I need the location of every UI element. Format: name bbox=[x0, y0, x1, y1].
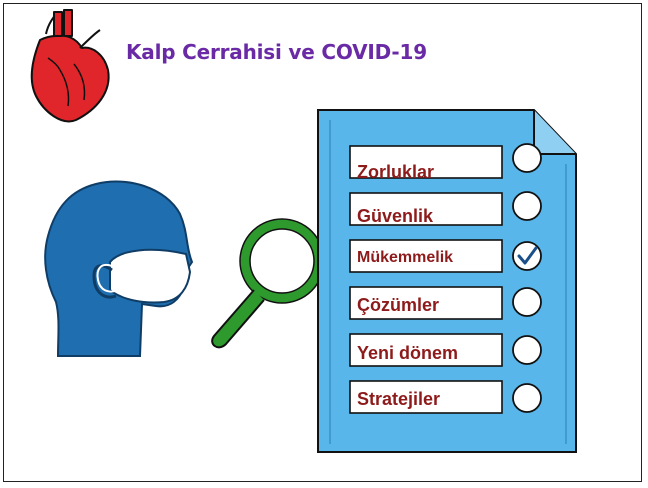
check-circle-4[interactable] bbox=[512, 287, 542, 317]
heart-icon bbox=[30, 9, 110, 123]
checklist-box-2 bbox=[349, 192, 503, 226]
checklist-box-1 bbox=[349, 145, 503, 179]
page-title: Kalp Cerrahisi ve COVID-19 bbox=[126, 40, 427, 64]
checklist-label-1: Zorluklar bbox=[357, 162, 435, 182]
check-circle-6[interactable] bbox=[512, 383, 542, 413]
checklist-box-3 bbox=[349, 239, 503, 273]
checklist-box-4 bbox=[349, 286, 503, 320]
checklist-label-5: Yeni dönem bbox=[357, 343, 459, 363]
magnifier-icon bbox=[211, 218, 325, 349]
check-circle-5[interactable] bbox=[512, 335, 542, 365]
checklist-label-2: Güvenlik bbox=[357, 206, 434, 226]
checklist-box-6 bbox=[349, 380, 503, 414]
checklist-label-6: Stratejiler bbox=[357, 389, 441, 409]
checkmark-icon bbox=[517, 246, 538, 265]
checklist-label-4: Çözümler bbox=[357, 295, 440, 315]
checklist-label-3: Mükemmelik bbox=[357, 249, 454, 266]
check-circle-1[interactable] bbox=[512, 143, 542, 173]
check-circle-3[interactable] bbox=[512, 241, 542, 271]
checklist-box-5 bbox=[349, 333, 503, 367]
check-circle-2[interactable] bbox=[512, 191, 542, 221]
masked-head-icon bbox=[44, 180, 194, 357]
